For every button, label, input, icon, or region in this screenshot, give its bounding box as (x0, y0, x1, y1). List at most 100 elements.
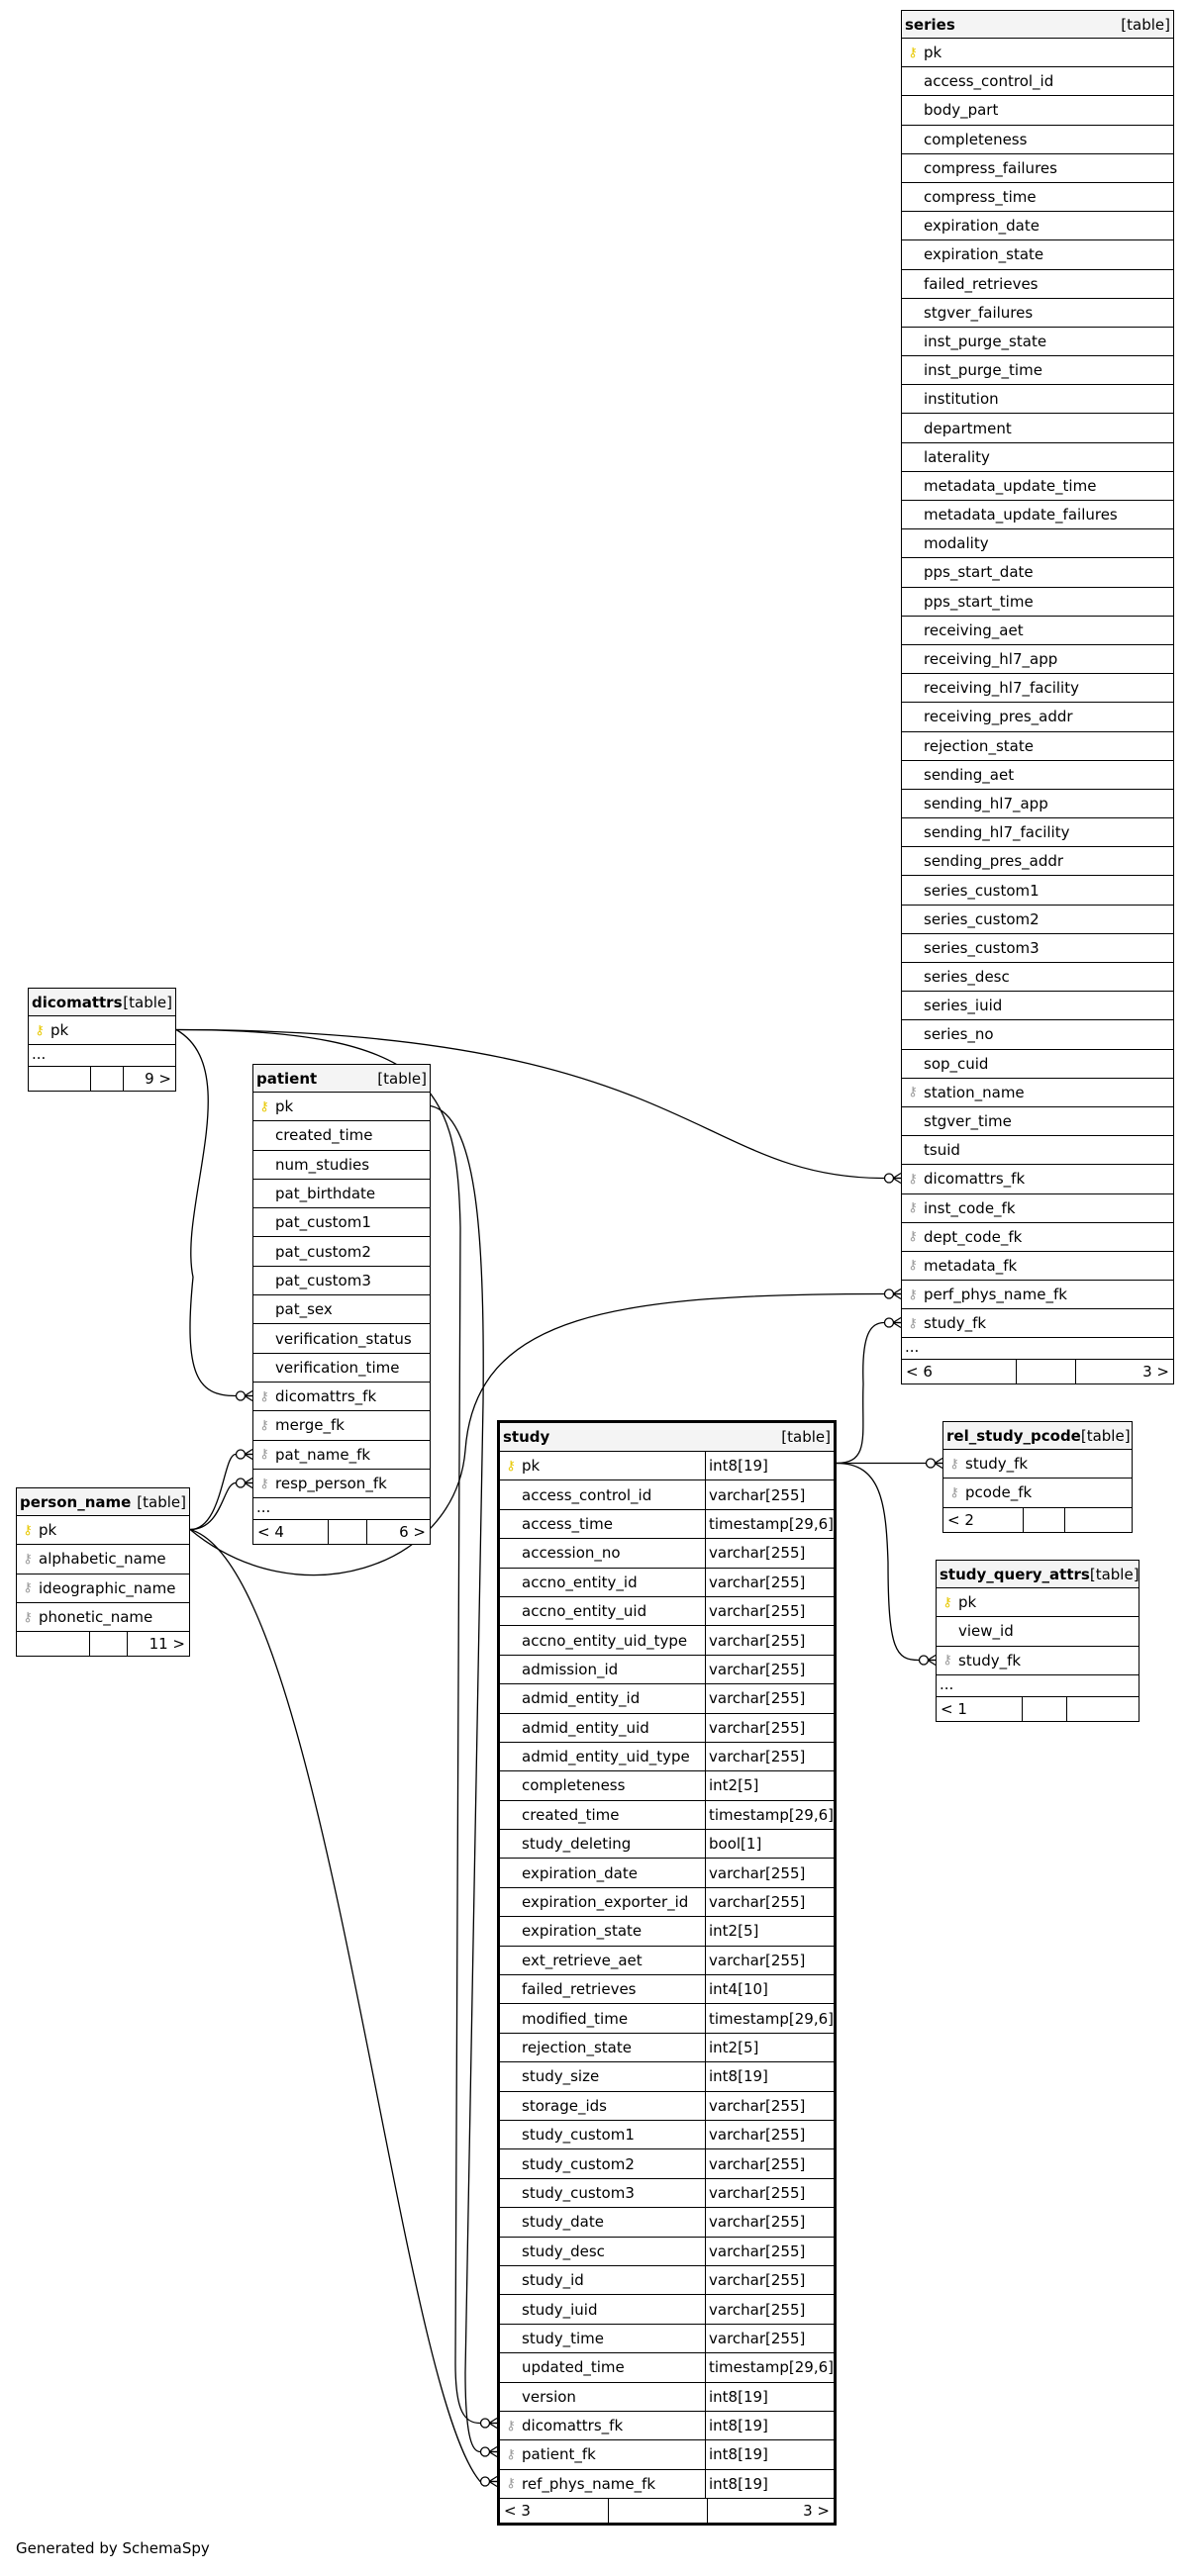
column-row[interactable]: pat_birthdate (253, 1180, 430, 1209)
column-row[interactable]: pat_custom2 (253, 1237, 430, 1267)
column-row[interactable]: series_iuid (902, 992, 1173, 1021)
children-count[interactable]: 6 > (366, 1520, 430, 1545)
table-name[interactable]: dicomattrs (32, 993, 123, 1011)
column-row[interactable]: ⚷pat_name_fk (253, 1441, 430, 1470)
table-name[interactable]: series (905, 15, 955, 34)
parents-count[interactable] (17, 1632, 89, 1656)
parents-count[interactable]: < 6 (906, 1363, 933, 1382)
column-row[interactable]: stgver_failures (902, 299, 1173, 328)
column-row[interactable]: ⚷merge_fk (253, 1411, 430, 1441)
column-row[interactable]: expiration_state (902, 240, 1173, 270)
column-row[interactable]: completeness (902, 126, 1173, 154)
column-row[interactable]: sending_aet (902, 761, 1173, 790)
table-name[interactable]: study_query_attrs (940, 1565, 1090, 1583)
parents-count[interactable]: < 3 (504, 2502, 531, 2521)
column-row[interactable]: sending_hl7_facility (902, 818, 1173, 848)
column-row[interactable]: compress_time (902, 183, 1173, 213)
column-row[interactable]: ⚷resp_person_fk (253, 1470, 430, 1499)
table-rel-study-pcode[interactable]: rel_study_pcode[table]⚷study_fk⚷pcode_fk… (942, 1421, 1133, 1533)
column-row[interactable]: compress_failures (902, 154, 1173, 183)
column-row[interactable]: ⚷pk (17, 1516, 189, 1546)
column-row[interactable]: series_no (902, 1020, 1173, 1050)
parents-count[interactable]: < 2 (947, 1510, 974, 1529)
column-row[interactable]: ⚷metadata_fk (902, 1252, 1173, 1282)
column-row[interactable]: ⚷pk (253, 1093, 430, 1122)
parents-count[interactable]: < 1 (941, 1699, 967, 1718)
column-row[interactable]: series_custom3 (902, 934, 1173, 963)
column-row[interactable]: ⚷pk (937, 1588, 1139, 1618)
column-row[interactable]: ⚷pcode_fk (943, 1479, 1132, 1508)
column-row[interactable]: inst_purge_time (902, 356, 1173, 386)
column-row[interactable]: receiving_hl7_facility (902, 674, 1173, 704)
table-name[interactable]: study (503, 1428, 550, 1446)
column-row[interactable]: ⚷study_fk (937, 1647, 1139, 1675)
column-row[interactable]: modality (902, 529, 1173, 559)
column-row[interactable]: ⚷study_fk (943, 1450, 1132, 1479)
table-name[interactable]: patient (256, 1069, 318, 1088)
column-row[interactable]: department (902, 414, 1173, 443)
column-row[interactable]: verification_time (253, 1354, 430, 1383)
column-row[interactable]: receiving_pres_addr (902, 703, 1173, 732)
column-row[interactable]: ⚷pk (902, 39, 1173, 68)
column-row[interactable]: ⚷phonetic_name (17, 1603, 189, 1633)
column-row[interactable]: sending_hl7_app (902, 790, 1173, 819)
column-row[interactable]: sop_cuid (902, 1050, 1173, 1079)
column-row[interactable]: created_time (253, 1121, 430, 1151)
column-row[interactable]: ⚷station_name (902, 1079, 1173, 1107)
column-row[interactable]: institution (902, 385, 1173, 415)
column-row[interactable]: ⚷pk (29, 1016, 175, 1045)
column-row[interactable]: view_id (937, 1617, 1139, 1647)
column-row[interactable]: metadata_update_time (902, 472, 1173, 501)
column-row[interactable]: ⚷dicomattrs_fk (902, 1165, 1173, 1194)
column-row[interactable]: pps_start_time (902, 588, 1173, 617)
column-row[interactable]: ⚷dept_code_fk (902, 1223, 1173, 1252)
column-row[interactable]: series_custom2 (902, 906, 1173, 934)
table-name[interactable]: rel_study_pcode (946, 1426, 1081, 1445)
parents-count[interactable]: < 4 (257, 1523, 284, 1542)
column-row[interactable]: metadata_update_failures (902, 501, 1173, 530)
column-row[interactable]: stgver_time (902, 1107, 1173, 1137)
column-row[interactable]: tsuid (902, 1136, 1173, 1166)
children-count[interactable]: 3 > (1075, 1360, 1173, 1384)
children-count[interactable] (1066, 1696, 1139, 1721)
column-row[interactable]: series_desc (902, 963, 1173, 993)
column-row[interactable]: verification_status (253, 1324, 430, 1354)
children-count[interactable]: 11 > (127, 1632, 189, 1657)
column-row[interactable]: sending_pres_addr (902, 847, 1173, 877)
column-row[interactable]: pat_custom1 (253, 1208, 430, 1238)
column-row[interactable]: receiving_aet (902, 617, 1173, 645)
column-row[interactable]: laterality (902, 443, 1173, 472)
children-count[interactable]: 3 > (706, 2499, 834, 2524)
